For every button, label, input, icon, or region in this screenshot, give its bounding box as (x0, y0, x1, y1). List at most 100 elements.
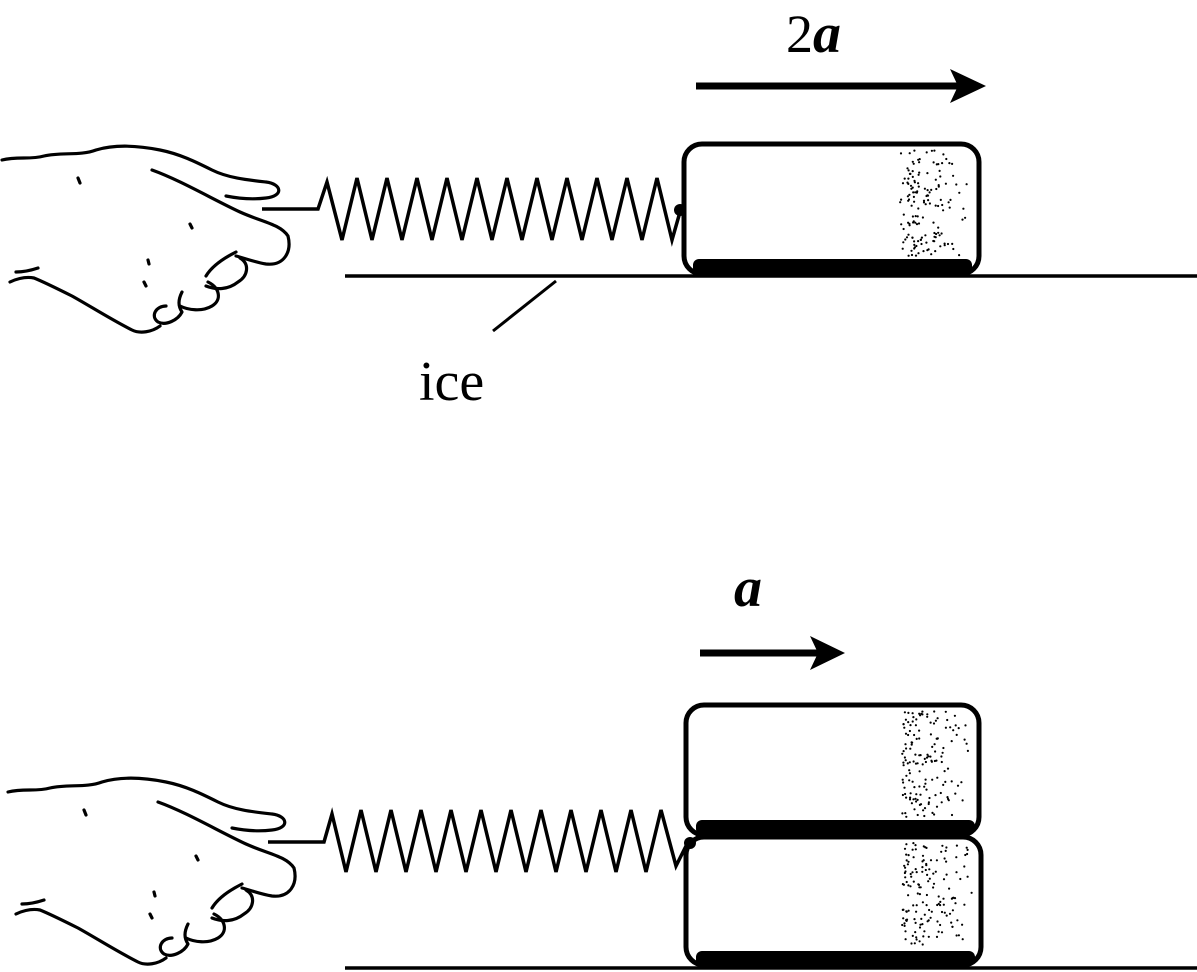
stipple-dot (921, 943, 924, 946)
stipple-dot (925, 893, 929, 897)
stipple-dot (907, 733, 910, 737)
stipple-dot (935, 805, 939, 808)
stipple-dot (954, 792, 957, 795)
stipple-dot (919, 714, 922, 717)
bottom-lower-block (683, 834, 984, 968)
stipple-dot (950, 921, 953, 924)
stipple-dot (901, 752, 904, 755)
stipple-dot (910, 875, 913, 878)
stipple-dot (951, 162, 954, 165)
stipple-dot (944, 780, 947, 784)
stipple-dot (916, 215, 919, 218)
stipple-dot (921, 710, 924, 713)
stipple-dot (904, 866, 907, 869)
stipple-dot (905, 910, 908, 913)
stipple-dot (942, 903, 945, 906)
stipple-dot (937, 930, 940, 933)
stipple-dot (906, 195, 910, 198)
stipple-dot (950, 813, 954, 817)
stipple-dot (932, 221, 935, 224)
stipple-dot (966, 749, 970, 753)
stipple-dot (948, 162, 951, 165)
stipple-dot (930, 149, 934, 152)
stipple-dot (915, 938, 918, 941)
stipple-dot (914, 215, 917, 218)
stipple-dot (961, 938, 964, 941)
stipple-dot (931, 811, 934, 815)
stipple-dot (917, 207, 920, 210)
stipple-dot (925, 756, 929, 759)
stipple-dot (902, 917, 905, 920)
stipple-dot (905, 853, 908, 856)
stipple-dot (927, 755, 930, 758)
stipple-dot (913, 247, 916, 250)
stipple-dot (903, 847, 907, 850)
stipple-dot (918, 803, 922, 807)
stipple-dot (935, 859, 939, 862)
stipple-dot (965, 183, 968, 186)
stipple-dot (946, 242, 950, 246)
stipple-dot (951, 925, 954, 928)
stipple-dot (934, 250, 937, 253)
stipple-dot (935, 935, 939, 939)
stipple-dot (927, 880, 930, 883)
stipple-dot (956, 919, 959, 922)
stipple-dot (964, 216, 967, 219)
stipple-dot (925, 904, 928, 907)
stipple-dot (907, 198, 911, 201)
top-acceleration-label: 2a (786, 3, 841, 65)
stipple-dot (908, 193, 911, 196)
stipple-dot (900, 223, 903, 226)
stipple-dot (909, 747, 912, 750)
bottom-panel: a (6, 557, 1197, 970)
stipple-dot (934, 719, 938, 722)
stipple-dot (929, 755, 932, 758)
stipple-dot (924, 760, 928, 764)
bottom-hand (6, 776, 297, 966)
stipple-dot (930, 910, 933, 913)
stipple-dot (910, 743, 913, 746)
stipple-dot (904, 743, 907, 746)
stipple-dot (927, 801, 931, 804)
stipple-dot (903, 922, 906, 925)
bottom-spring (268, 807, 690, 873)
stipple-dot (904, 938, 907, 941)
stipple-dot (942, 783, 945, 787)
stipple-dot (955, 856, 958, 859)
stipple-dot (925, 788, 928, 791)
stipple-dot (914, 724, 918, 727)
stipple-dot (907, 254, 910, 257)
stipple-dot (935, 232, 938, 236)
stipple-dot (925, 241, 928, 244)
stipple-dot (905, 859, 908, 862)
stipple-dot (902, 764, 905, 767)
stipple-dot (908, 779, 911, 782)
stipple-dot (932, 239, 935, 243)
stipple-dot (903, 711, 907, 714)
top-acceleration-arrow (696, 69, 986, 103)
stipple-dot (918, 161, 921, 164)
stipple-dot (924, 234, 927, 237)
stipple-dot (908, 172, 912, 175)
stipple-dot (965, 742, 968, 745)
stipple-dot (950, 740, 953, 743)
stipple-dot (908, 222, 911, 225)
stipple-dot (942, 209, 945, 212)
stipple-dot (902, 227, 905, 231)
stipple-dot (944, 710, 947, 713)
stipple-dot (912, 856, 915, 859)
stipple-dot (926, 753, 929, 756)
stipple-dot (948, 206, 951, 209)
stipple-dot (960, 781, 963, 784)
stipple-dot (907, 711, 910, 715)
stipple-dot (920, 236, 924, 239)
stipple-dot (914, 844, 917, 847)
stipple-dot (915, 718, 918, 721)
stipple-dot (934, 794, 937, 797)
stipple-dot (926, 715, 929, 718)
stipple-dot (936, 903, 939, 907)
stipple-dot (926, 873, 929, 877)
stipple-dot (913, 808, 916, 811)
stipple-dot (902, 213, 905, 216)
